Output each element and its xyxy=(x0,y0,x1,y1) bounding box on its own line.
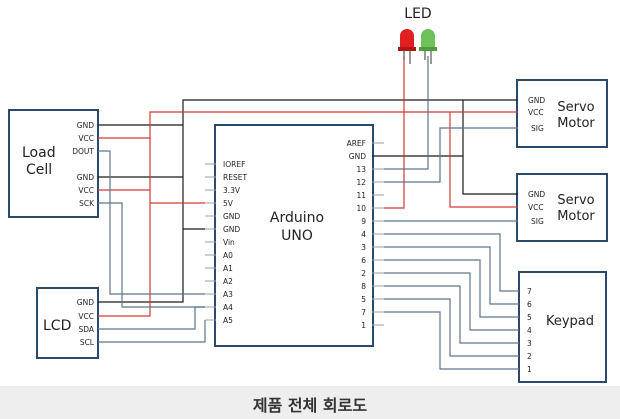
arduino-left-pin: RESET xyxy=(223,173,247,182)
arduino-left-pin: A2 xyxy=(223,277,233,286)
lcd-box xyxy=(36,287,99,359)
arduino-left-pin: A0 xyxy=(223,251,233,260)
lcd-pin: SDA xyxy=(78,325,94,334)
arduino-left-pin: GND xyxy=(223,225,240,234)
servo1-title-1: Servo xyxy=(557,100,594,115)
arduino-left-pin: A5 xyxy=(223,316,233,325)
arduino-right-pin: AREF xyxy=(347,139,366,148)
keypad-title: Keypad xyxy=(546,314,594,329)
load-cell-pin: GND xyxy=(77,121,94,130)
load-cell-pin: SCK xyxy=(79,199,95,208)
arduino-right-pin: 9 xyxy=(361,217,366,226)
keypad-pin: 2 xyxy=(527,352,532,361)
arduino-right-pin: 5 xyxy=(361,295,366,304)
arduino-right-pin: 1 xyxy=(361,321,366,330)
arduino-right-pin: 10 xyxy=(356,204,366,213)
servo2-title-2: Motor xyxy=(557,209,595,224)
arduino-right-pin: 2 xyxy=(361,269,366,278)
arduino-left-pin: A3 xyxy=(223,290,233,299)
servo2-title-1: Servo xyxy=(557,193,594,208)
servo2-pin: SIG xyxy=(531,217,544,226)
arduino-left-pin: 5V xyxy=(223,199,234,208)
arduino-right-pin: 8 xyxy=(361,282,366,291)
lcd-pin: VCC xyxy=(78,312,94,321)
load-cell-pin: VCC xyxy=(78,134,94,143)
servo2-pin: GND xyxy=(528,190,545,199)
arduino-left-pin: Vin xyxy=(223,238,235,247)
arduino-right-pin: 6 xyxy=(361,256,366,265)
lcd-title: LCD xyxy=(43,318,71,334)
arduino-left-pin: A1 xyxy=(223,264,233,273)
servo1-pin: VCC xyxy=(528,108,544,117)
arduino-right-pin: GND xyxy=(349,152,366,161)
keypad-pin: 5 xyxy=(527,313,532,322)
load-cell-pin: VCC xyxy=(78,186,94,195)
arduino-box xyxy=(214,124,374,347)
load-cell-title-2: Cell xyxy=(26,162,52,178)
lcd-pin: GND xyxy=(77,298,94,307)
arduino-right-pin: 4 xyxy=(361,230,366,239)
arduino-left-pin: A4 xyxy=(223,303,233,312)
led-green-icon xyxy=(419,29,437,64)
arduino-title-2: UNO xyxy=(281,228,313,244)
servo1-box xyxy=(516,79,608,148)
arduino-left-pin: 3.3V xyxy=(223,186,241,195)
diagram-caption: 제품 전체 회로도 xyxy=(252,396,368,415)
servo2-pin: VCC xyxy=(528,203,544,212)
lcd-pin: SCL xyxy=(80,338,95,347)
arduino-right-pin: 7 xyxy=(361,308,366,317)
load-cell-pin: DOUT xyxy=(72,147,94,156)
caption-bar xyxy=(0,386,620,419)
servo1-pin: GND xyxy=(528,96,545,105)
keypad-pin: 1 xyxy=(527,365,532,374)
load-cell-box xyxy=(8,109,99,218)
wire-red-vcc xyxy=(98,56,518,317)
servo1-title-2: Motor xyxy=(557,116,595,131)
arduino-right-pin: 13 xyxy=(356,165,366,174)
keypad-box xyxy=(518,271,607,383)
arduino-right-pin: 11 xyxy=(356,191,366,200)
keypad-pin: 4 xyxy=(527,326,532,335)
load-cell-pin: GND xyxy=(77,173,94,182)
arduino-right-pin: 12 xyxy=(356,178,366,187)
servo1-pin: SIG xyxy=(531,124,544,133)
arduino-title-1: Arduino xyxy=(270,210,324,226)
keypad-pin: 7 xyxy=(527,287,532,296)
arduino-right-pin: 3 xyxy=(361,243,366,252)
keypad-pin: 3 xyxy=(527,339,532,348)
led-label: LED xyxy=(404,6,431,22)
arduino-left-pin: IOREF xyxy=(223,160,245,169)
wire-blue-signal xyxy=(98,56,519,370)
servo2-box xyxy=(516,173,608,242)
load-cell-title-1: Load xyxy=(22,145,56,161)
arduino-left-pin: GND xyxy=(223,212,240,221)
keypad-pin: 6 xyxy=(527,300,532,309)
led-red-icon xyxy=(398,29,416,64)
